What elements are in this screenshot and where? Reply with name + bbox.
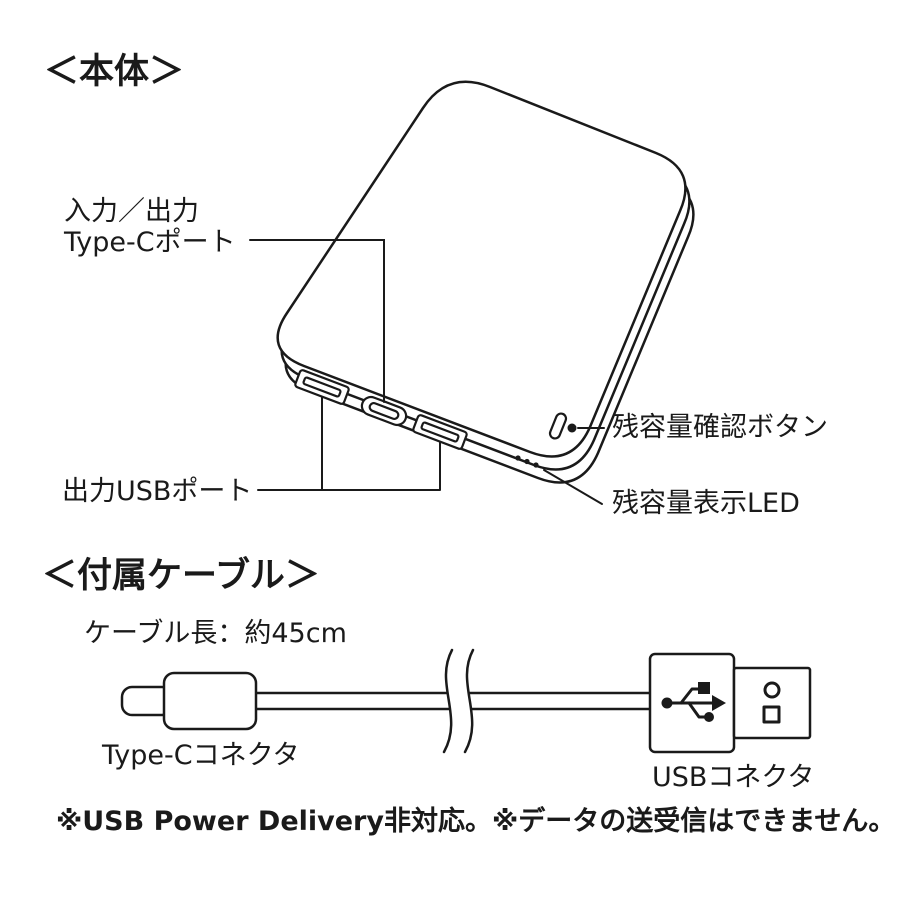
typec-connector-shape: [120, 671, 258, 731]
usb-shell-holes: [762, 681, 781, 724]
cable-section-heading: ＜付属ケーブル＞: [42, 556, 320, 596]
label-io-typec-line2: Type-Cポート: [64, 227, 236, 258]
usb-port-1-shape: [294, 369, 350, 405]
label-usb-out: 出力USBポート: [62, 476, 253, 507]
label-typec-connector: Type-Cコネクタ: [102, 740, 300, 771]
powerbank-top-face: [276, 80, 687, 458]
footnote: ※USB Power Delivery非対応。※データの送受信はできません。: [56, 806, 896, 837]
label-usb-connector: USBコネクタ: [652, 762, 815, 793]
usb-port-2-shape: [412, 414, 468, 450]
leader-usb-ports: [257, 396, 441, 491]
led-indicator-shape: [515, 455, 539, 468]
leader-check-button-dot: [567, 423, 577, 433]
leader-typec-port: [249, 239, 385, 403]
usb-symbol-icon: [661, 682, 726, 722]
label-check-button: 残容量確認ボタン: [612, 412, 828, 443]
usb-connector-shape: [648, 652, 812, 754]
battery-check-button-shape: [548, 412, 568, 440]
label-led: 残容量表示LED: [612, 488, 800, 519]
label-io-typec-line1: 入力／出力: [64, 196, 199, 227]
body-section-heading: ＜本体＞: [44, 52, 185, 92]
typec-port-shape: [360, 395, 408, 427]
leader-led: [543, 469, 603, 505]
cable-length-label: ケーブル長：約45cm: [84, 618, 347, 649]
cable-illustration: [120, 648, 812, 754]
cable-break-mark: [442, 648, 475, 754]
leader-lines: [249, 239, 605, 505]
